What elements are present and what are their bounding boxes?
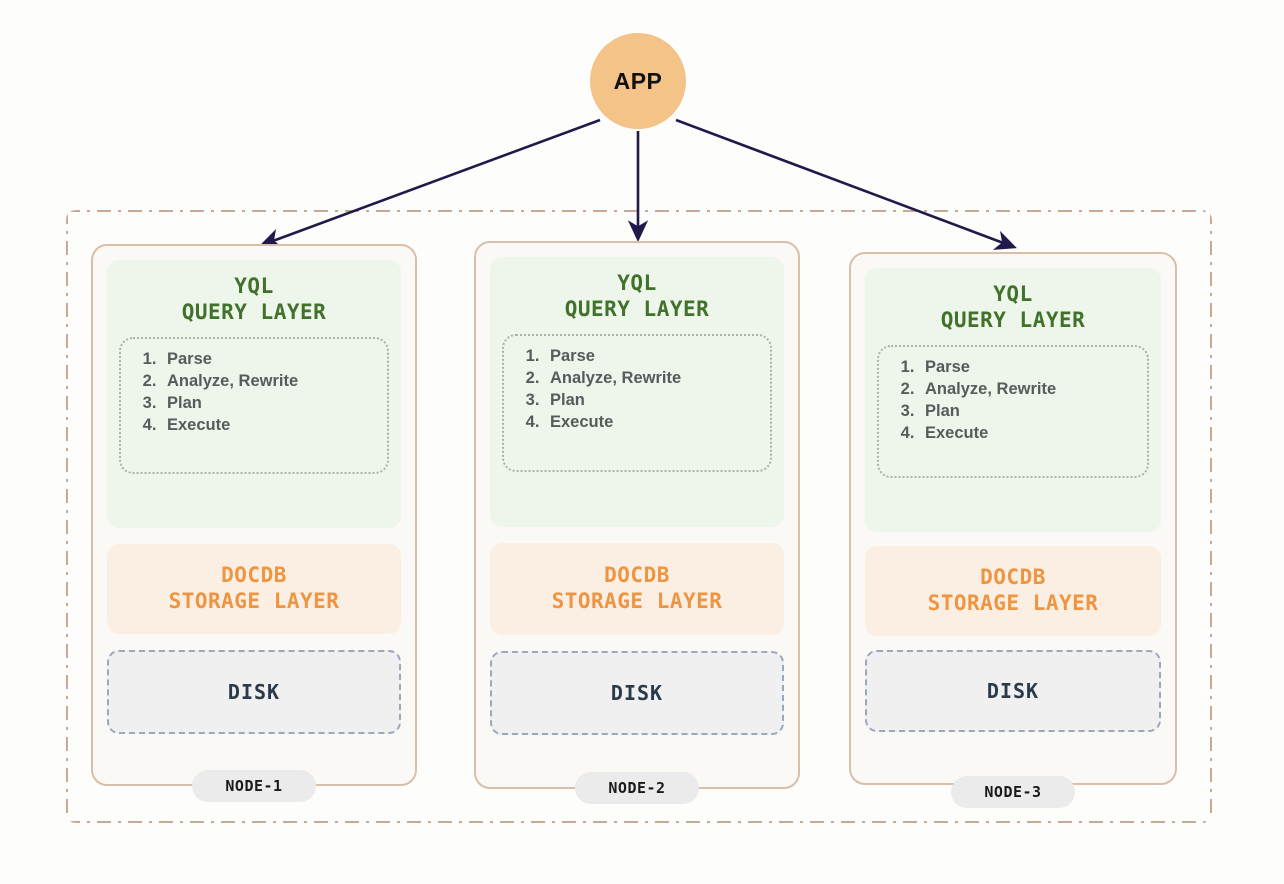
node-3-storage-layer-line2: STORAGE LAYER xyxy=(927,591,1099,615)
node-3-content: YQL QUERY LAYER Parse Analyze, Rewrite P… xyxy=(851,254,1175,783)
node-1-steps-list: Parse Analyze, Rewrite Plan Execute xyxy=(121,339,387,447)
node-card-1[interactable]: YQL QUERY LAYER Parse Analyze, Rewrite P… xyxy=(91,244,417,786)
list-item: Plan xyxy=(544,390,770,412)
node-badge-1-label: NODE-1 xyxy=(225,777,283,795)
list-item: Parse xyxy=(544,346,770,368)
list-item: Execute xyxy=(919,423,1147,445)
list-item: Parse xyxy=(919,357,1147,379)
node-1-disk-label: DISK xyxy=(227,680,281,704)
node-2-storage-layer-panel: DOCDB STORAGE LAYER xyxy=(490,543,784,635)
node-2-disk-panel: DISK xyxy=(490,651,784,735)
node-badge-1[interactable]: NODE-1 xyxy=(192,770,316,802)
list-item: Execute xyxy=(161,415,387,437)
list-item: Execute xyxy=(544,412,770,434)
node-3-storage-layer-line1: DOCDB xyxy=(980,565,1046,590)
node-2-storage-layer-line1: DOCDB xyxy=(604,563,670,588)
list-item: Analyze, Rewrite xyxy=(544,368,770,390)
node-2-query-layer-line1: YQL xyxy=(617,271,657,295)
node-2-storage-layer-title: DOCDB STORAGE LAYER xyxy=(552,563,723,614)
node-3-query-layer-line1: YQL xyxy=(993,282,1033,306)
node-3-query-layer-panel: YQL QUERY LAYER Parse Analyze, Rewrite P… xyxy=(865,268,1161,532)
list-item: Plan xyxy=(919,401,1147,423)
list-item: Parse xyxy=(161,349,387,371)
node-2-disk-label: DISK xyxy=(610,681,664,705)
list-item: Analyze, Rewrite xyxy=(161,371,387,393)
node-badge-2[interactable]: NODE-2 xyxy=(575,772,699,804)
node-2-storage-layer-line2: STORAGE LAYER xyxy=(551,589,723,613)
node-2-steps-box: Parse Analyze, Rewrite Plan Execute xyxy=(502,334,772,473)
node-1-storage-layer-line1: DOCDB xyxy=(221,563,287,588)
node-2-query-layer-line2: QUERY LAYER xyxy=(564,296,710,321)
node-1-query-layer-title: YQL QUERY LAYER xyxy=(119,274,389,325)
node-badge-3[interactable]: NODE-3 xyxy=(951,776,1075,808)
node-3-query-layer-title: YQL QUERY LAYER xyxy=(877,282,1149,333)
node-3-disk-panel: DISK xyxy=(865,650,1161,732)
node-3-query-layer-line2: QUERY LAYER xyxy=(940,307,1086,332)
node-1-storage-layer-title: DOCDB STORAGE LAYER xyxy=(169,563,340,614)
node-1-steps-box: Parse Analyze, Rewrite Plan Execute xyxy=(119,337,389,475)
node-1-query-layer-line1: YQL xyxy=(234,274,274,298)
app-node[interactable]: APP xyxy=(590,33,686,129)
node-2-steps-list: Parse Analyze, Rewrite Plan Execute xyxy=(504,336,770,444)
node-badge-2-label: NODE-2 xyxy=(608,779,666,797)
node-1-storage-layer-panel: DOCDB STORAGE LAYER xyxy=(107,544,401,634)
list-item: Plan xyxy=(161,393,387,415)
app-label: APP xyxy=(613,67,663,94)
node-3-disk-label: DISK xyxy=(986,679,1040,703)
node-1-content: YQL QUERY LAYER Parse Analyze, Rewrite P… xyxy=(93,246,415,784)
node-1-storage-layer-line2: STORAGE LAYER xyxy=(168,589,340,613)
node-3-steps-list: Parse Analyze, Rewrite Plan Execute xyxy=(879,347,1147,455)
node-1-query-layer-line2: QUERY LAYER xyxy=(181,299,327,324)
list-item: Analyze, Rewrite xyxy=(919,379,1147,401)
node-1-disk-panel: DISK xyxy=(107,650,401,734)
node-2-query-layer-panel: YQL QUERY LAYER Parse Analyze, Rewrite P… xyxy=(490,257,784,527)
node-3-steps-box: Parse Analyze, Rewrite Plan Execute xyxy=(877,345,1149,479)
node-card-3[interactable]: YQL QUERY LAYER Parse Analyze, Rewrite P… xyxy=(849,252,1177,785)
node-3-storage-layer-title: DOCDB STORAGE LAYER xyxy=(928,565,1099,616)
node-2-query-layer-title: YQL QUERY LAYER xyxy=(502,271,772,322)
node-badge-3-label: NODE-3 xyxy=(984,783,1042,801)
node-card-2[interactable]: YQL QUERY LAYER Parse Analyze, Rewrite P… xyxy=(474,241,800,789)
node-2-content: YQL QUERY LAYER Parse Analyze, Rewrite P… xyxy=(476,243,798,787)
node-1-query-layer-panel: YQL QUERY LAYER Parse Analyze, Rewrite P… xyxy=(107,260,401,528)
node-3-storage-layer-panel: DOCDB STORAGE LAYER xyxy=(865,546,1161,636)
